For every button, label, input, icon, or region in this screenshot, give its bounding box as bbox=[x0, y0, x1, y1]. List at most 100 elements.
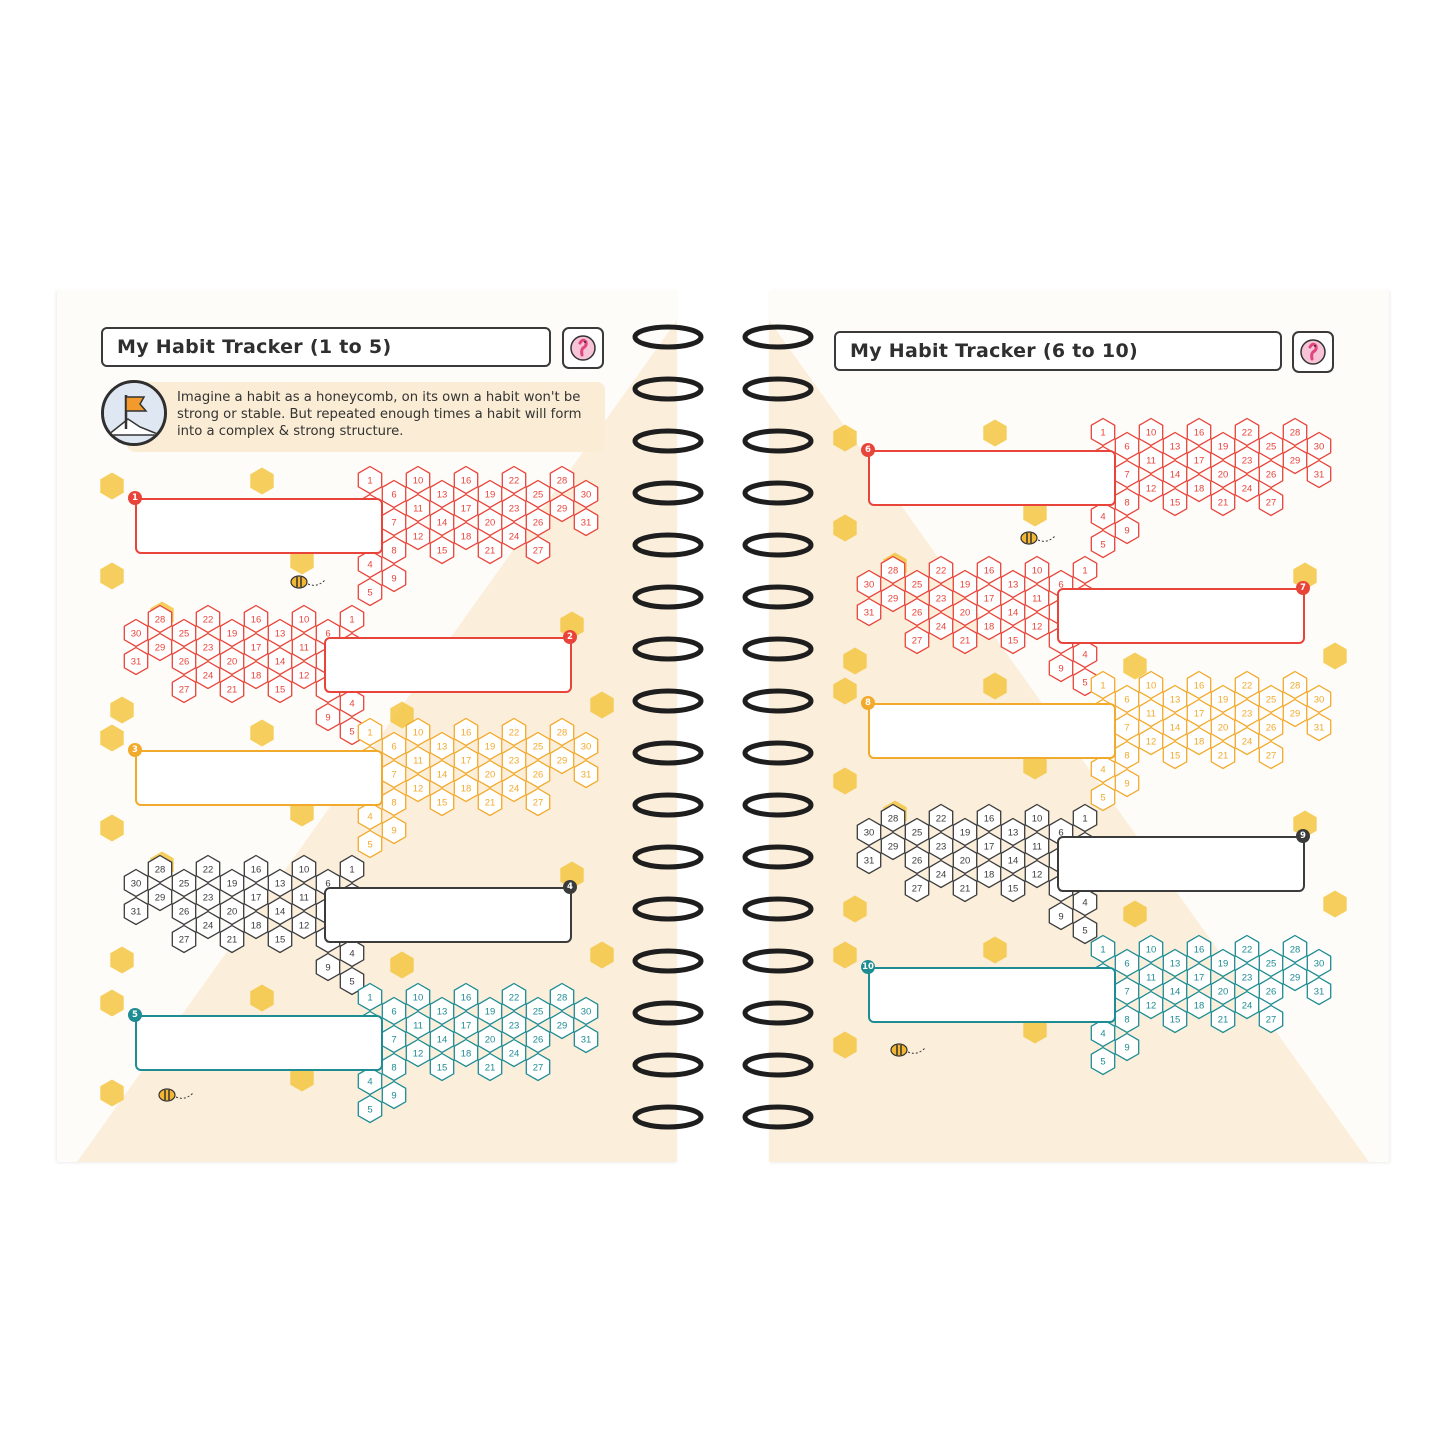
day-cell[interactable]: 1 bbox=[339, 854, 365, 884]
day-cell[interactable]: 27 bbox=[1258, 487, 1284, 517]
day-cell[interactable]: 24 bbox=[1234, 726, 1260, 756]
day-cell[interactable]: 8 bbox=[1114, 740, 1140, 770]
day-cell[interactable]: 24 bbox=[195, 910, 221, 940]
day-cell[interactable]: 15 bbox=[429, 535, 455, 565]
day-cell[interactable]: 21 bbox=[952, 873, 978, 903]
day-cell[interactable]: 18 bbox=[453, 521, 479, 551]
day-cell[interactable]: 22 bbox=[1234, 934, 1260, 964]
day-cell[interactable]: 15 bbox=[1162, 740, 1188, 770]
day-cell[interactable]: 16 bbox=[453, 717, 479, 747]
day-cell[interactable]: 5 bbox=[1090, 529, 1116, 559]
day-cell[interactable]: 1 bbox=[1090, 934, 1116, 964]
day-cell[interactable]: 9 bbox=[381, 1080, 407, 1110]
day-cell[interactable]: 30 bbox=[1306, 431, 1332, 461]
day-cell[interactable]: 10 bbox=[291, 604, 317, 634]
day-cell[interactable]: 4 bbox=[339, 938, 365, 968]
day-cell[interactable]: 17 bbox=[243, 882, 269, 912]
day-cell[interactable]: 17 bbox=[1186, 698, 1212, 728]
day-cell[interactable]: 19 bbox=[219, 618, 245, 648]
day-cell[interactable]: 12 bbox=[1138, 473, 1164, 503]
day-cell[interactable]: 9 bbox=[315, 702, 341, 732]
day-cell[interactable]: 23 bbox=[928, 831, 954, 861]
day-cell[interactable]: 30 bbox=[123, 868, 149, 898]
day-cell[interactable]: 1 bbox=[357, 982, 383, 1012]
day-cell[interactable]: 14 bbox=[429, 759, 455, 789]
day-cell[interactable]: 19 bbox=[477, 479, 503, 509]
day-cell[interactable]: 4 bbox=[357, 801, 383, 831]
day-cell[interactable]: 15 bbox=[429, 1052, 455, 1082]
day-cell[interactable]: 18 bbox=[976, 611, 1002, 641]
day-cell[interactable]: 11 bbox=[1138, 962, 1164, 992]
day-cell[interactable]: 23 bbox=[501, 493, 527, 523]
day-cell[interactable]: 8 bbox=[381, 787, 407, 817]
day-cell[interactable]: 10 bbox=[1138, 417, 1164, 447]
day-cell[interactable]: 26 bbox=[1258, 976, 1284, 1006]
day-cell[interactable]: 22 bbox=[501, 717, 527, 747]
day-cell[interactable]: 27 bbox=[171, 674, 197, 704]
day-cell[interactable]: 14 bbox=[1162, 459, 1188, 489]
day-cell[interactable]: 9 bbox=[1048, 653, 1074, 683]
day-cell[interactable]: 10 bbox=[1138, 934, 1164, 964]
day-cell[interactable]: 31 bbox=[1306, 976, 1332, 1006]
day-cell[interactable]: 28 bbox=[549, 465, 575, 495]
day-cell[interactable]: 22 bbox=[195, 604, 221, 634]
day-cell[interactable]: 4 bbox=[357, 1066, 383, 1096]
day-cell[interactable]: 7 bbox=[381, 507, 407, 537]
day-cell[interactable]: 1 bbox=[1090, 670, 1116, 700]
day-cell[interactable]: 26 bbox=[525, 1024, 551, 1054]
day-cell[interactable]: 28 bbox=[880, 803, 906, 833]
day-cell[interactable]: 10 bbox=[291, 854, 317, 884]
day-cell[interactable]: 7 bbox=[1114, 459, 1140, 489]
day-cell[interactable]: 25 bbox=[525, 996, 551, 1026]
day-cell[interactable]: 1 bbox=[1072, 803, 1098, 833]
day-cell[interactable]: 27 bbox=[525, 1052, 551, 1082]
day-cell[interactable]: 21 bbox=[219, 674, 245, 704]
day-cell[interactable]: 21 bbox=[477, 1052, 503, 1082]
day-cell[interactable]: 5 bbox=[339, 966, 365, 996]
day-cell[interactable]: 21 bbox=[1210, 487, 1236, 517]
day-cell[interactable]: 15 bbox=[1162, 1004, 1188, 1034]
day-cell[interactable]: 13 bbox=[429, 996, 455, 1026]
day-cell[interactable]: 6 bbox=[381, 479, 407, 509]
day-cell[interactable]: 11 bbox=[1024, 583, 1050, 613]
day-cell[interactable]: 12 bbox=[1138, 990, 1164, 1020]
day-cell[interactable]: 12 bbox=[405, 521, 431, 551]
day-cell[interactable]: 13 bbox=[1162, 684, 1188, 714]
day-cell[interactable]: 18 bbox=[243, 660, 269, 690]
day-cell[interactable]: 4 bbox=[1072, 639, 1098, 669]
day-cell[interactable]: 8 bbox=[1114, 487, 1140, 517]
day-cell[interactable]: 16 bbox=[453, 982, 479, 1012]
day-cell[interactable]: 21 bbox=[1210, 740, 1236, 770]
day-cell[interactable]: 28 bbox=[1282, 417, 1308, 447]
day-cell[interactable]: 25 bbox=[171, 618, 197, 648]
day-cell[interactable]: 16 bbox=[453, 465, 479, 495]
day-cell[interactable]: 23 bbox=[1234, 698, 1260, 728]
day-cell[interactable]: 16 bbox=[243, 854, 269, 884]
day-cell[interactable]: 7 bbox=[1114, 976, 1140, 1006]
day-cell[interactable]: 26 bbox=[1258, 459, 1284, 489]
day-cell[interactable]: 17 bbox=[453, 1010, 479, 1040]
day-cell[interactable]: 15 bbox=[267, 674, 293, 704]
day-cell[interactable]: 16 bbox=[1186, 670, 1212, 700]
day-cell[interactable]: 1 bbox=[1090, 417, 1116, 447]
day-cell[interactable]: 20 bbox=[1210, 976, 1236, 1006]
day-cell[interactable]: 10 bbox=[405, 465, 431, 495]
day-cell[interactable]: 16 bbox=[1186, 934, 1212, 964]
day-cell[interactable]: 11 bbox=[291, 882, 317, 912]
day-cell[interactable]: 20 bbox=[477, 759, 503, 789]
day-cell[interactable]: 19 bbox=[1210, 431, 1236, 461]
day-cell[interactable]: 29 bbox=[880, 583, 906, 613]
habit-name-field-4[interactable] bbox=[324, 887, 572, 943]
day-cell[interactable]: 15 bbox=[1162, 487, 1188, 517]
day-cell[interactable]: 17 bbox=[1186, 445, 1212, 475]
day-cell[interactable]: 25 bbox=[1258, 684, 1284, 714]
day-cell[interactable]: 13 bbox=[1162, 948, 1188, 978]
day-cell[interactable]: 10 bbox=[1138, 670, 1164, 700]
day-cell[interactable]: 27 bbox=[904, 873, 930, 903]
day-cell[interactable]: 4 bbox=[339, 688, 365, 718]
day-cell[interactable]: 12 bbox=[291, 910, 317, 940]
day-cell[interactable]: 11 bbox=[405, 493, 431, 523]
day-cell[interactable]: 18 bbox=[1186, 473, 1212, 503]
honeycomb-grid-4[interactable]: 1234567891011121314151617181920212223242… bbox=[102, 851, 622, 996]
day-cell[interactable]: 25 bbox=[1258, 431, 1284, 461]
